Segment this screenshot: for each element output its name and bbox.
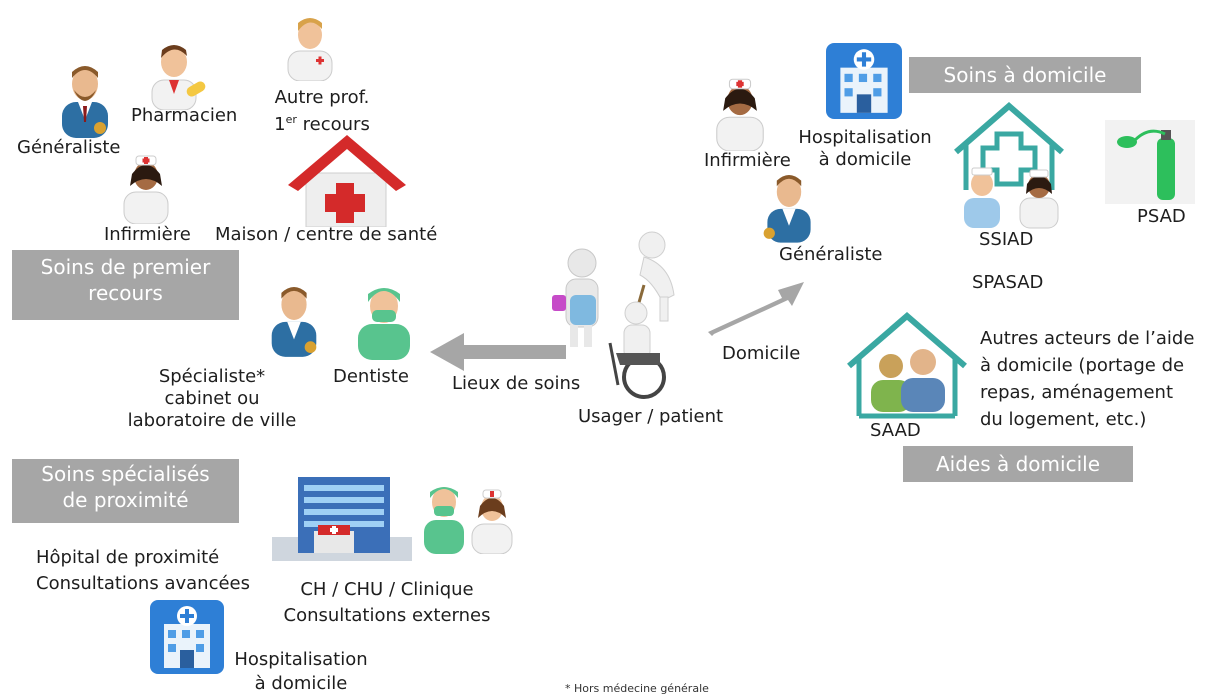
doctor-icon <box>62 66 108 138</box>
had-line: à domicile <box>254 673 348 694</box>
box-line: Soins de premier <box>40 255 211 279</box>
oxygen-bottle-icon <box>1105 120 1195 204</box>
generaliste-label: Généraliste <box>17 137 121 158</box>
arrow-left <box>430 333 566 371</box>
nurse-icon <box>716 78 764 151</box>
medical-staff-icon <box>424 487 513 554</box>
had-line: à domicile <box>818 149 912 170</box>
specialiste-label: Spécialiste* cabinet ou laboratoire de v… <box>112 366 312 432</box>
specialist-icon <box>271 287 317 357</box>
dentist-icon <box>358 288 410 360</box>
autre-prof-line1: Autre prof. <box>274 87 370 108</box>
had-line: Hospitalisation <box>798 127 932 148</box>
hospital-app-icon <box>826 43 902 119</box>
footnote: * Hors médecine générale <box>565 682 709 695</box>
autres-line: Autres acteurs de l’aide <box>980 328 1195 349</box>
pharmacien-label: Pharmacien <box>131 105 238 126</box>
generaliste-right-label: Généraliste <box>779 244 883 265</box>
doctor-icon <box>287 18 333 81</box>
ssiad-house-icon <box>954 102 1064 229</box>
pharmacist-icon <box>151 45 206 110</box>
hopital-line: Hôpital de proximité <box>36 547 220 568</box>
ch-chu-label: CH / CHU / Clinique Consultations extern… <box>272 577 502 629</box>
autre-prof-line2: 1er recours <box>274 113 370 135</box>
specialiste-line: Spécialiste* <box>158 366 266 387</box>
autres-line: repas, aménagement <box>980 382 1174 403</box>
saad-label: SAAD <box>870 420 921 441</box>
box-line: de proximité <box>62 488 189 512</box>
dentiste-label: Dentiste <box>333 366 409 387</box>
box-soins-premier-recours: Soins de premier recours <box>12 250 239 320</box>
maison-label: Maison / centre de santé <box>215 224 438 245</box>
ssiad-label: SSIAD <box>979 229 1034 250</box>
infirmiere-right-label: Infirmière <box>704 150 791 171</box>
psad-label: PSAD <box>1137 206 1186 227</box>
health-house-icon <box>288 135 406 227</box>
autres-line: à domicile (portage de <box>980 355 1185 376</box>
had-left-label: Hospitalisation à domicile <box>226 648 376 696</box>
autres-line: du logement, etc.) <box>980 409 1147 430</box>
box-aides-a-domicile: Aides à domicile <box>903 446 1133 482</box>
autre-prof-label: Autre prof. 1er recours <box>262 87 382 136</box>
domicile-label: Domicile <box>722 343 801 364</box>
spasad-label: SPASAD <box>972 272 1044 293</box>
box-line: recours <box>88 281 163 305</box>
arrow-right <box>708 282 804 336</box>
ch-line: CH / CHU / Clinique <box>300 579 474 600</box>
doctor-icon <box>763 175 811 243</box>
box-soins-a-domicile: Soins à domicile <box>909 57 1141 93</box>
hopital-line: Consultations avancées <box>36 573 250 594</box>
hospital-app-icon <box>150 600 224 674</box>
ch-line: Consultations externes <box>283 605 491 626</box>
lieux-de-soins-label: Lieux de soins <box>452 373 581 394</box>
infirmiere-label: Infirmière <box>104 224 191 245</box>
usager-patient-label: Usager / patient <box>578 406 724 427</box>
patients-icon <box>552 231 675 399</box>
specialiste-line: cabinet ou <box>164 388 260 409</box>
saad-house-icon <box>847 312 967 419</box>
hopital-proximite-label: Hôpital de proximité Consultations avanc… <box>36 545 250 597</box>
hospital-building-icon <box>272 477 412 561</box>
had-line: Hospitalisation <box>234 649 368 670</box>
autres-acteurs-label: Autres acteurs de l’aide à domicile (por… <box>980 325 1194 433</box>
box-soins-specialises: Soins spécialisés de proximité <box>12 459 239 523</box>
nurse-icon <box>123 155 169 224</box>
specialiste-line: laboratoire de ville <box>127 410 297 431</box>
box-line: Soins spécialisés <box>41 462 210 486</box>
had-right-label: Hospitalisation à domicile <box>790 127 940 171</box>
